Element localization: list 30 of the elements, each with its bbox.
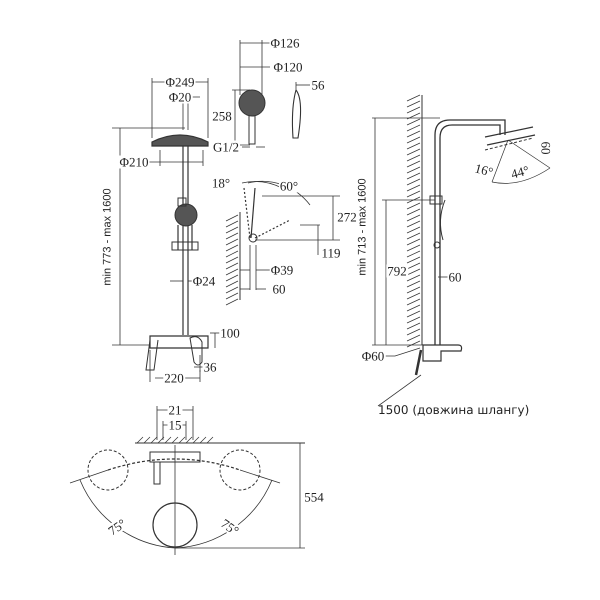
- dimension-label: G1/2: [212, 140, 240, 154]
- dimension-label: Φ120: [272, 60, 304, 74]
- dimension-label: 220: [163, 372, 185, 384]
- dimension-label: Φ20: [168, 90, 192, 104]
- dimension-label: 60: [272, 282, 286, 296]
- dimension-label: Φ39: [270, 264, 294, 276]
- dimension-label: min 773 - max 1600: [102, 187, 114, 287]
- dimension-label: 792: [386, 264, 408, 278]
- dimension-label: 56: [310, 78, 326, 92]
- dimension-label: 272: [336, 210, 358, 224]
- leader-line: [378, 374, 422, 406]
- dimension-label: 119: [320, 246, 342, 260]
- callout-text: 1500 (довжина шлангу): [376, 402, 532, 418]
- dimension-label: Φ126: [270, 36, 300, 50]
- dimension-label: 258: [211, 110, 233, 122]
- dimension-label: 60: [448, 270, 462, 284]
- dimension-label: Φ249: [164, 76, 196, 88]
- dimension-label: 60°: [278, 180, 300, 192]
- dimension-label: 15: [168, 418, 182, 432]
- hose-drawing: [414, 350, 422, 376]
- dimension-label: 554: [303, 490, 325, 504]
- dimension-label: min 713 - max 1600: [358, 177, 368, 277]
- dimension-label: 100: [219, 326, 241, 340]
- dimension-label: 60: [540, 140, 552, 156]
- dimension-label: Φ24: [192, 274, 216, 288]
- dimension-label: Φ210: [118, 156, 150, 168]
- dimension-label: 18°: [210, 176, 232, 190]
- dimension-label: 21: [168, 404, 182, 416]
- dimension-label: 36: [202, 360, 218, 374]
- dimension-label: Φ60: [360, 350, 386, 362]
